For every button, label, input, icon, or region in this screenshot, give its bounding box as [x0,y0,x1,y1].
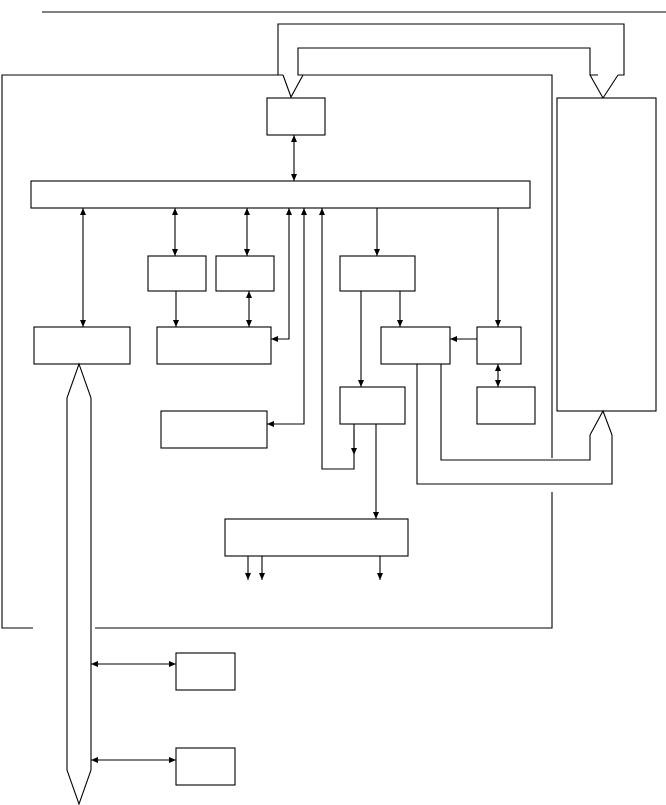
arrowhead [495,364,501,371]
chip-outline-bottom [95,492,553,629]
arrowhead [259,573,265,580]
top-interface-block [266,97,326,136]
link-feedback-bus [321,208,355,470]
arrowhead [169,661,176,667]
arrowhead [80,320,86,327]
center-right-block [380,326,451,365]
arrowhead [172,249,178,256]
arrowhead [397,320,403,327]
arrowhead [319,208,325,215]
link-bus-lower-left [267,208,305,425]
external-block-2 [175,747,236,786]
top-bus-right-arrow [589,74,619,100]
small-right-block [476,326,522,365]
arrowhead [172,208,178,215]
arrowhead [495,320,501,327]
lower-left-block [160,410,268,449]
small-block-a [147,255,207,292]
bottom-output-block [224,518,409,557]
arrowhead [80,208,86,215]
middle-block [339,386,406,425]
below-right-block [476,386,536,425]
right-connector-inner [440,364,591,461]
arrowhead [374,249,380,256]
wide-block [156,326,272,365]
arrowhead [91,757,98,763]
arrowhead [373,512,379,519]
arrowhead [169,757,176,763]
top-bus-left-arrow [282,74,304,99]
arrowhead [286,208,292,215]
arrowhead [291,135,297,142]
external-tall-block [556,97,657,412]
top-bus-outer [277,23,625,76]
arrowhead [450,336,457,342]
left-vertical-bus [66,362,92,805]
arrowhead [245,573,251,580]
small-block-b [215,255,275,292]
arrowhead [246,320,252,327]
arrowhead [495,380,501,387]
chip-outline-top-right [303,74,553,458]
arrowhead [91,661,98,667]
arrowhead [244,208,250,215]
arrowhead [244,249,250,256]
arrowhead [301,208,307,215]
arrowhead [351,448,357,455]
left-interface-block [33,326,131,365]
control-block [339,255,416,292]
arrowhead [271,336,278,342]
internal-bus [30,180,531,209]
chip-outline [1,74,283,629]
external-block-1 [175,652,236,691]
right-connector-outer [416,364,613,485]
arrowhead [358,380,364,387]
arrowhead [291,174,297,181]
right-connector-arrow [589,409,613,436]
top-bus-inner [297,47,598,76]
arrowhead [377,573,383,580]
arrowhead [267,421,274,427]
arrowhead [173,320,179,327]
arrowhead [246,291,252,298]
